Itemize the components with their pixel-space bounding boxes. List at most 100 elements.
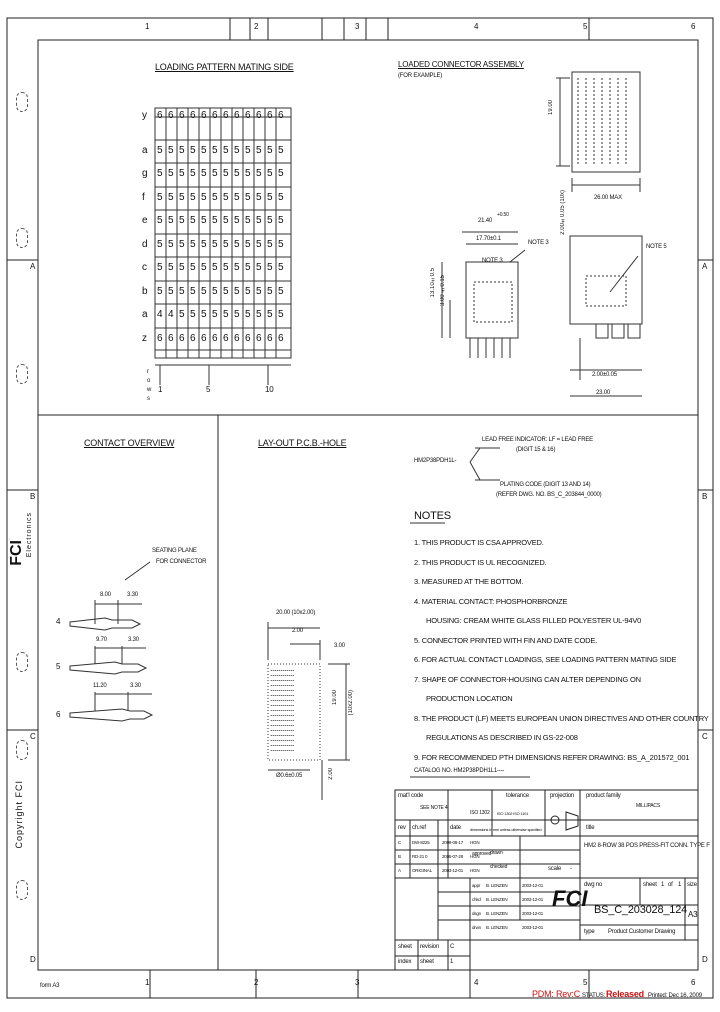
pattern-cell: 5 — [267, 192, 273, 203]
pattern-cell: 6 — [256, 110, 262, 121]
pattern-cell: 5 — [201, 239, 207, 250]
company-sub-vertical: Electronics — [26, 512, 33, 558]
pattern-cell: 5 — [157, 145, 163, 156]
pattern-cell: 5 — [278, 145, 284, 156]
status-label: STATUS: — [582, 993, 606, 999]
catalog-number: CATALOG NO. HM2P38PDH1L1---- — [414, 768, 505, 774]
pcb-dim-b: 2.00 — [292, 628, 303, 634]
printed-date: Printed: Dec 16, 2009 — [648, 993, 702, 999]
pattern-cell: 6 — [168, 110, 174, 121]
pattern-cell: 5 — [245, 215, 251, 226]
pattern-cell: 5 — [223, 168, 229, 179]
pattern-cell: 5 — [157, 286, 163, 297]
punch-hole-icon — [16, 92, 28, 112]
pattern-cell: 5 — [267, 262, 273, 273]
pattern-cell: 5 — [245, 145, 251, 156]
part-code: HM2P38PDH1L- — [414, 458, 457, 464]
copyright-vertical: Copyright FCI — [14, 780, 24, 849]
assembly-side-view — [441, 231, 526, 358]
pattern-cell: 5 — [256, 215, 262, 226]
dim-vert-1: 13.10±0.5 — [430, 268, 436, 298]
zone-left-b: B — [30, 492, 36, 501]
pcb-dim-a: 20.00 (10x2.00) — [276, 610, 316, 616]
pattern-cell: 5 — [256, 145, 262, 156]
sheet-label: sheet — [643, 882, 657, 888]
pattern-cell: 6 — [179, 333, 185, 344]
pattern-cell: 6 — [278, 110, 284, 121]
pattern-cell: 5 — [245, 286, 251, 297]
revision-ref: RD-21 0 — [412, 854, 428, 859]
pattern-cell: 5 — [168, 262, 174, 273]
pattern-cell: 5 — [201, 309, 207, 320]
assembly-subtitle: (FOR EXAMPLE) — [398, 73, 443, 79]
pattern-cell: 6 — [212, 110, 218, 121]
note3b-label: NOTE 3 — [482, 258, 503, 264]
drawn-label: drawn — [490, 850, 503, 856]
note-item: HOUSING: CREAM WHITE GLASS FILLED POLYES… — [426, 616, 642, 625]
of-label: of — [668, 882, 673, 888]
revision-ch: HGN — [470, 854, 480, 859]
zone-left-d: D — [30, 955, 36, 964]
col-marker-1: 1 — [158, 385, 163, 394]
pattern-cell: 5 — [256, 286, 262, 297]
pattern-cell: 5 — [256, 262, 262, 273]
matl-label: mat'l code — [398, 793, 424, 799]
revision-date: 2005-07-28 — [442, 854, 464, 859]
pattern-cell: 5 — [223, 215, 229, 226]
zone-top-6: 6 — [691, 22, 696, 31]
index-h: index — [398, 959, 412, 965]
pattern-cell: 5 — [190, 168, 196, 179]
dim-contact-6a: 11.20 — [93, 683, 107, 689]
pattern-cell: 5 — [212, 168, 218, 179]
pattern-cell: 6 — [157, 333, 163, 344]
pattern-cell: 5 — [179, 168, 185, 179]
revision-date: 2003-12-01 — [442, 868, 464, 873]
pattern-cell: 6 — [278, 333, 284, 344]
pattern-cell: 5 — [201, 215, 207, 226]
note-item: 2. THIS PRODUCT IS UL RECOGNIZED. — [414, 557, 547, 567]
signature-role: appr — [472, 883, 481, 888]
pattern-cell: 5 — [168, 145, 174, 156]
checked-label: checked — [490, 864, 508, 870]
type-label: type — [584, 929, 595, 935]
pattern-cell: 5 — [234, 192, 240, 203]
dim-contact-5a: 9.70 — [96, 637, 107, 643]
revision-v: C — [450, 944, 455, 950]
pattern-cell: 5 — [190, 309, 196, 320]
pattern-cell: 5 — [157, 192, 163, 203]
pattern-cell: 5 — [245, 192, 251, 203]
pattern-cell: 5 — [179, 215, 185, 226]
pattern-cell: 5 — [267, 145, 273, 156]
pattern-cell: 5 — [168, 168, 174, 179]
pattern-cell: 5 — [179, 145, 185, 156]
pattern-cell: 5 — [168, 286, 174, 297]
notes-list: 1. THIS PRODUCT IS CSA APPROVED.2. THIS … — [414, 533, 709, 767]
pattern-cell: 5 — [245, 239, 251, 250]
note-item: PRODUCTION LOCATION — [426, 694, 513, 703]
pattern-cell: 5 — [212, 145, 218, 156]
seating-plane-1: SEATING PLANE — [152, 548, 197, 554]
pattern-cell: 5 — [245, 168, 251, 179]
revision-rev: A — [398, 868, 401, 873]
note-item: 5. CONNECTOR PRINTED WITH FIN AND DATE C… — [414, 635, 598, 645]
pattern-cell: 6 — [267, 110, 273, 121]
row-label: f — [142, 192, 145, 203]
pattern-cell: 5 — [168, 192, 174, 203]
revision-rev: B — [398, 854, 401, 859]
pattern-cell: 5 — [278, 286, 284, 297]
pattern-cell: 5 — [234, 168, 240, 179]
pattern-cell: 5 — [234, 145, 240, 156]
zone-bottom-4: 4 — [474, 978, 479, 987]
tol-a: ISO 1302 — [470, 810, 490, 816]
pattern-cell: 5 — [278, 309, 284, 320]
zone-left-c: C — [30, 732, 36, 741]
pcb-hole-matrix: ∘∘∘∘∘∘∘∘∘∘∘∘ ∘∘∘∘∘∘∘∘∘∘∘∘ ∘∘∘∘∘∘∘∘∘∘∘∘ ∘… — [270, 668, 295, 753]
loading-pattern-grid — [154, 107, 292, 385]
contact-overview-title: CONTACT OVERVIEW — [84, 438, 175, 448]
dim-height: 19.00 — [548, 100, 554, 116]
pattern-cell: 5 — [201, 145, 207, 156]
pattern-cell: 6 — [168, 333, 174, 344]
sheet2-h: sheet — [420, 959, 434, 965]
pattern-cell: 5 — [168, 215, 174, 226]
